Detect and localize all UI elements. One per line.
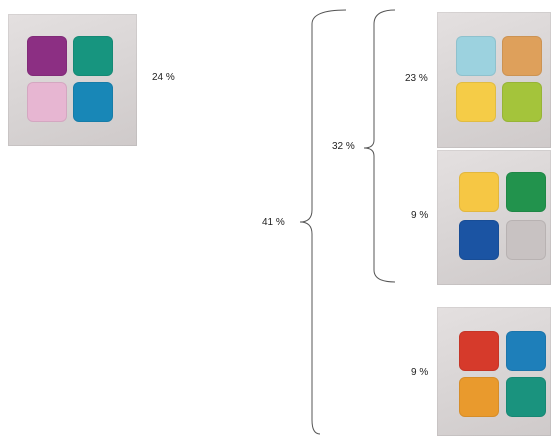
swatch-orange [459, 377, 499, 417]
swatch-orange [502, 36, 542, 76]
swatch-green [506, 172, 546, 212]
percentage-label-card-c: 9 % [411, 210, 429, 221]
swatch-light-blue [456, 36, 496, 76]
swatch-teal [73, 36, 113, 76]
percentage-label-card-d: 9 % [411, 367, 429, 378]
outer-brace [299, 9, 347, 435]
color-card-c [437, 150, 551, 285]
swatch-grey [506, 220, 546, 260]
swatch-purple [27, 36, 67, 76]
swatch-lime [502, 82, 542, 122]
percentage-label-card-b: 23 % [405, 73, 428, 84]
swatch-teal [506, 377, 546, 417]
percentage-label-card-a: 24 % [152, 72, 175, 83]
swatch-pink [27, 82, 67, 122]
swatch-blue [73, 82, 113, 122]
color-card-d [437, 307, 551, 436]
percentage-label-outer-bracket: 41 % [262, 217, 285, 228]
swatch-blue [506, 331, 546, 371]
inner-brace [363, 9, 396, 283]
swatch-yellow [459, 172, 499, 212]
swatch-yellow [456, 82, 496, 122]
swatch-navy [459, 220, 499, 260]
percentage-label-inner-bracket: 32 % [332, 141, 355, 152]
swatch-red [459, 331, 499, 371]
color-card-b [437, 12, 551, 148]
color-card-a [8, 14, 137, 146]
